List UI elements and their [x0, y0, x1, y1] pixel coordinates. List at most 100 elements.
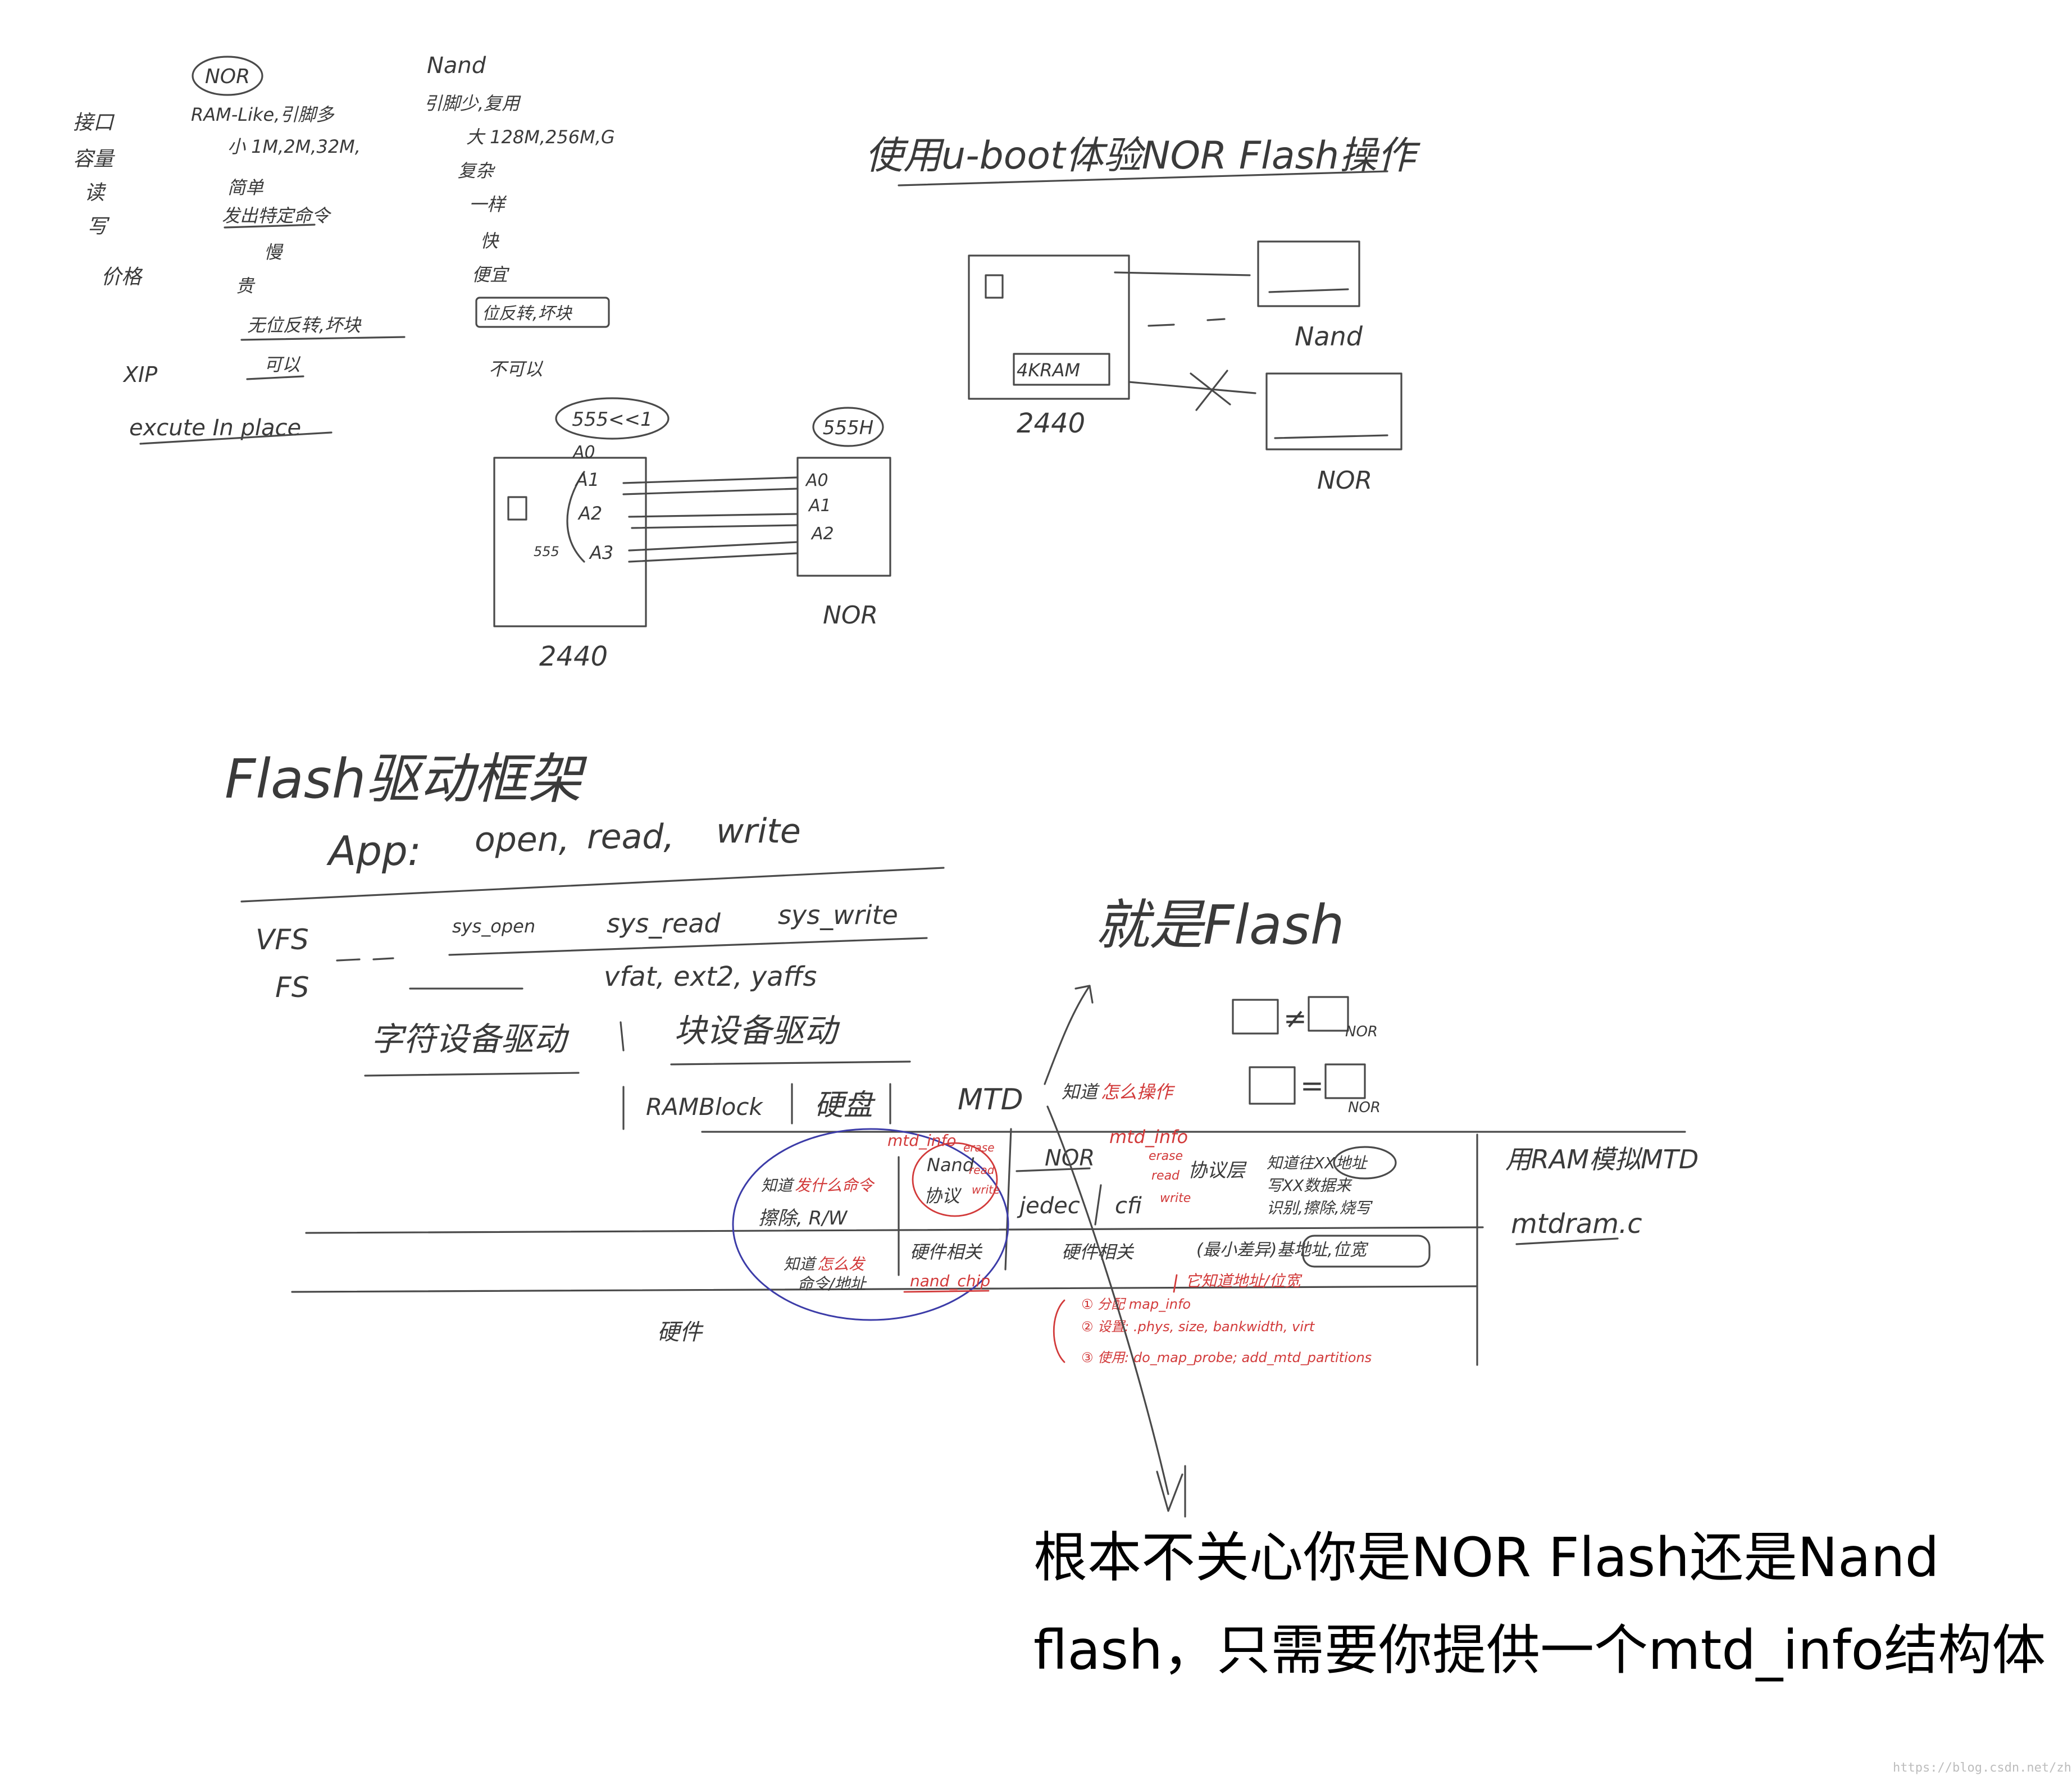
mtd-know-how: 怎么操作: [1101, 1081, 1176, 1103]
nor-bitflip: 无位反转,坏块: [247, 315, 362, 336]
nand-chip-underline: [903, 1290, 990, 1293]
nand-know-top-prefix: 知道: [761, 1176, 795, 1195]
nand-label: Nand: [1295, 321, 1363, 352]
row-label-write: 写: [87, 215, 110, 238]
nand-know-bottom: 怎么发: [817, 1255, 866, 1273]
char-driver: 字符设备驱动: [371, 1020, 570, 1058]
harddisk: 硬盘: [814, 1089, 876, 1122]
nand-column-circle: [732, 1128, 1009, 1321]
sram-label: 4KRAM: [1017, 359, 1080, 381]
nor-chip-label: NOR: [823, 601, 878, 630]
vfs-label: VFS: [256, 923, 309, 956]
file-underline: [1515, 1237, 1619, 1245]
shift-note-circle: [555, 397, 670, 440]
nor-step-3: ③ 使用: do_map_probe; add_mtd_partitions: [1081, 1350, 1372, 1365]
row-label-read: 读: [84, 181, 106, 204]
nand-hw-related: 硬件相关: [910, 1241, 983, 1263]
nor-chip-box: [796, 457, 891, 577]
neq-sign: ≠: [1283, 1002, 1307, 1035]
block-underline: [670, 1060, 911, 1066]
nand-op-erase: erase: [963, 1141, 995, 1154]
row-label-capacity: 容量: [73, 148, 115, 171]
divider-app: [240, 867, 945, 903]
underline: [139, 431, 333, 445]
nand-bitflip: 位反转,坏块: [482, 304, 573, 324]
row-label-price: 价格: [101, 266, 143, 289]
caption-line-1: 根本不关心你是NOR Flash还是Nand: [1033, 1526, 1939, 1589]
nand-interface: 引脚少,复用: [424, 93, 521, 114]
fs-types: vfat, ext2, yaffs: [604, 961, 817, 993]
link: [1128, 381, 1256, 394]
chip-2440-label: 2440: [539, 641, 608, 672]
nand-op-read: read: [969, 1163, 995, 1177]
nor-interface: RAM-Like,引脚多: [191, 104, 335, 125]
wire: [622, 488, 799, 495]
row-label-interface: 接口: [73, 111, 115, 134]
nand-op-write: write: [972, 1183, 1000, 1196]
eq-box-label: NOR: [1348, 1099, 1381, 1116]
vfs-sys-open: sys_open: [452, 916, 535, 937]
nand-know-bottom2: 命令/地址: [798, 1274, 867, 1293]
pin-a2-left: A2: [577, 503, 602, 524]
nor-op-read: read: [1151, 1169, 1180, 1183]
nor-capacity: 小 1M,2M,32M,: [227, 136, 361, 157]
pin-a1-right: A1: [808, 496, 831, 516]
mtd-know: 知道: [1062, 1081, 1100, 1103]
link: [1114, 271, 1251, 276]
chip-icon: [985, 274, 1004, 299]
nor-op-write: write: [1160, 1191, 1191, 1205]
eq-sign: =: [1300, 1069, 1324, 1102]
nor-box: [1265, 372, 1402, 450]
nor-xip: 可以: [264, 354, 301, 375]
uboot-diagram: 使用u-boot体验NOR Flash操作 4KRAM 2440 Nand NO…: [865, 134, 1420, 495]
wire: [628, 552, 799, 563]
nand-title: Nand: [427, 53, 486, 79]
nor-addr-circle: [1333, 1146, 1397, 1180]
app-open: open,: [475, 820, 570, 859]
nand-write: 一样: [469, 194, 507, 215]
nor-circle: [192, 56, 263, 96]
fs-label: FS: [275, 971, 309, 1004]
pin-a0-left: A0: [572, 443, 595, 462]
link-dash: [1147, 318, 1226, 327]
pin-a0-right: A0: [805, 471, 828, 490]
vfs-underline: [448, 937, 928, 956]
addr-note: 555H: [823, 417, 873, 439]
arrowhead: [1156, 1471, 1183, 1512]
nor-lines: [1274, 434, 1388, 439]
app-read: read,: [587, 817, 675, 857]
wire: [622, 476, 799, 484]
arrow-to-caption: [1046, 1105, 1169, 1495]
xip-note: excute In place: [129, 415, 301, 441]
nand-bitflip-box: [475, 297, 610, 328]
neq-box-right: [1308, 996, 1349, 1032]
nor-know-note-3: 识别,擦除,烧写: [1267, 1199, 1373, 1217]
pin-a2-right: A2: [810, 524, 834, 544]
separator: [1094, 1184, 1102, 1226]
separator: [620, 1021, 625, 1051]
nor-price: 贵: [236, 275, 256, 297]
nand-mtd-info: mtd_info: [887, 1131, 957, 1150]
chip-2440-box: [493, 457, 647, 627]
nand-chip: nand_chip: [910, 1272, 990, 1290]
nand-know-bottom-prefix: 知道: [784, 1255, 817, 1273]
row-label-xip: XIP: [122, 362, 157, 387]
nand-read: 复杂: [458, 160, 496, 181]
address-wiring-diagram: 555<<1 A0 A1 A2 A3 555 2440 555H A0 A1 A…: [493, 397, 891, 672]
addr-note-circle: [812, 407, 884, 447]
hardware-label: 硬件: [657, 1319, 704, 1345]
addr-555: 555: [534, 544, 559, 559]
block-driver: 块设备驱动: [674, 1012, 840, 1050]
nand-ops: 擦除, R/W: [758, 1207, 848, 1230]
nand-price: 便宜: [472, 264, 510, 285]
nand-lines: [1268, 288, 1349, 293]
caption-line-2: flash，只需要你提供一个mtd_info结构体: [1033, 1619, 2046, 1682]
wire: [628, 541, 799, 552]
nand-xip: 不可以: [489, 358, 544, 380]
vfs-sys-write: sys_write: [778, 900, 898, 930]
vfs-sys-read: sys_read: [607, 908, 721, 939]
framework-title: Flash驱动框架: [225, 748, 588, 811]
layer-line: [291, 1285, 1478, 1293]
nor-know-note-1: 知道往XX地址: [1267, 1154, 1368, 1172]
